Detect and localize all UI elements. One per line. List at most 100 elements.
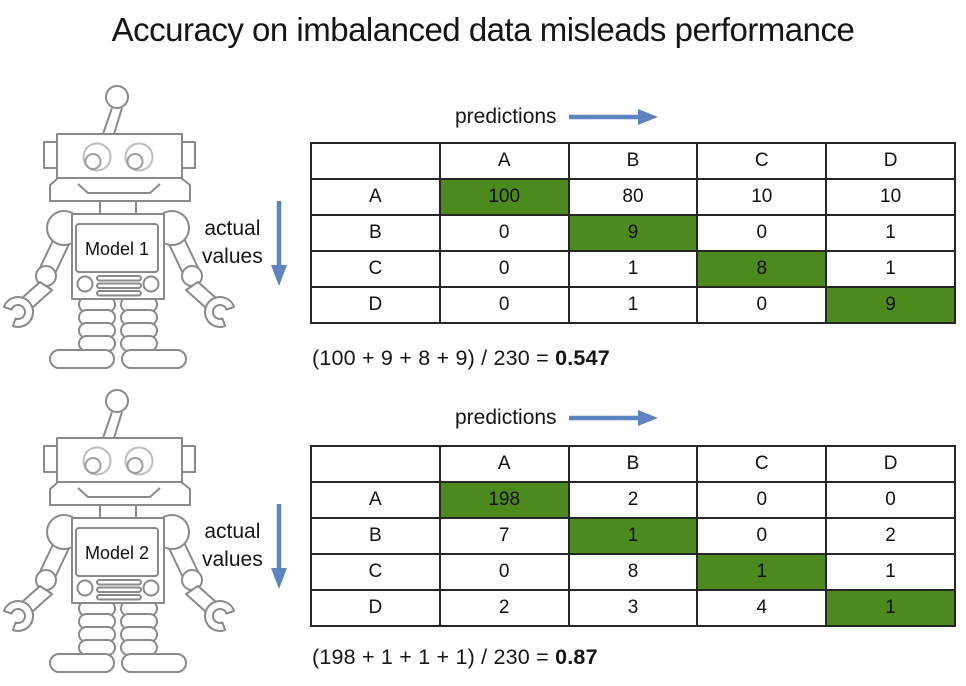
robot-foot-left xyxy=(49,349,115,369)
robot-neck xyxy=(99,200,137,215)
confusion-matrix-model-2: A B C D A 198 2 0 0 B 7 1 0 2 C 0 xyxy=(310,445,956,627)
matrix-cell: 0 xyxy=(438,553,570,591)
predictions-label-2: predictions xyxy=(455,406,659,430)
robot-ear-left xyxy=(43,141,58,169)
robot-antenna xyxy=(102,107,123,135)
actual-label-line2: values xyxy=(202,548,263,571)
table-row: D 2 3 4 1 xyxy=(310,589,956,627)
robot-leg-right xyxy=(120,296,158,352)
matrix-cell-diagonal: 9 xyxy=(567,214,699,252)
table-row: B 0 9 0 1 xyxy=(310,214,956,252)
model-2-name-label: Model 2 xyxy=(85,543,149,563)
matrix-cell: 4 xyxy=(696,589,828,627)
matrix-cell: 80 xyxy=(567,178,699,216)
predictions-text: predictions xyxy=(455,105,557,128)
formula-result: 0.547 xyxy=(555,346,610,370)
matrix-cell-diagonal: 1 xyxy=(696,553,828,591)
corner-cell xyxy=(310,142,441,180)
table-row: A 100 80 10 10 xyxy=(310,178,956,216)
robot-claw-right xyxy=(203,296,236,328)
row-header: A xyxy=(310,481,441,519)
matrix-cell: 0 xyxy=(438,250,570,288)
matrix-cell: 10 xyxy=(825,178,956,216)
matrix-cell: 2 xyxy=(825,517,956,555)
robot-foot-right xyxy=(121,349,187,369)
col-header: B xyxy=(567,445,699,483)
matrix-cell-diagonal: 198 xyxy=(438,481,570,519)
accuracy-formula-model-1: (100 + 9 + 8 + 9) / 230 = 0.547 xyxy=(312,346,610,371)
col-header: D xyxy=(825,445,956,483)
actual-label-line1: actual xyxy=(204,520,261,543)
formula-result: 0.87 xyxy=(555,645,598,669)
row-header: D xyxy=(310,286,441,324)
robot-1-illustration: Model 1 xyxy=(2,85,236,369)
right-arrow-icon xyxy=(568,410,658,426)
matrix-cell: 8 xyxy=(567,553,699,591)
col-header: C xyxy=(696,445,828,483)
matrix-cell-diagonal: 1 xyxy=(825,589,956,627)
col-header: D xyxy=(825,142,956,180)
down-arrow-icon xyxy=(270,201,287,286)
robot-head xyxy=(56,133,183,179)
matrix-cell-diagonal: 8 xyxy=(696,250,828,288)
matrix-cell: 7 xyxy=(438,517,570,555)
actual-label-line2: values xyxy=(202,245,263,268)
matrix-cell: 0 xyxy=(696,214,828,252)
row-header: C xyxy=(310,553,441,591)
matrix-cell: 0 xyxy=(696,481,828,519)
matrix-cell: 1 xyxy=(825,553,956,591)
robot-claw-left xyxy=(2,296,35,328)
col-header: A xyxy=(438,142,570,180)
robot-antenna-ball xyxy=(105,85,129,109)
robot-2-illustration: Model 2 xyxy=(2,389,236,673)
robot-jaw xyxy=(49,177,191,202)
matrix-cell: 0 xyxy=(438,214,570,252)
accuracy-formula-model-2: (198 + 1 + 1 + 1) / 230 = 0.87 xyxy=(312,645,598,670)
table-row: A B C D xyxy=(310,142,956,180)
formula-expression: (100 + 9 + 8 + 9) / 230 = xyxy=(312,346,556,370)
robot-mouth xyxy=(77,183,161,194)
robot-pupil-left xyxy=(84,153,102,170)
predictions-text: predictions xyxy=(455,406,557,429)
robot-screen xyxy=(75,223,159,273)
matrix-cell: 0 xyxy=(696,517,828,555)
table-row: A 198 2 0 0 xyxy=(310,481,956,519)
matrix-cell-diagonal: 9 xyxy=(825,286,956,324)
matrix-cell: 0 xyxy=(696,286,828,324)
matrix-cell-diagonal: 1 xyxy=(567,517,699,555)
right-arrow-icon xyxy=(568,109,658,125)
matrix-cell: 1 xyxy=(825,214,956,252)
actual-values-label-1: actual values xyxy=(202,199,289,287)
robot-knob-left xyxy=(76,275,94,293)
row-header: B xyxy=(310,214,441,252)
matrix-cell: 0 xyxy=(438,286,570,324)
robot-eye-left xyxy=(82,142,112,172)
robot-pupil-right xyxy=(126,153,144,170)
matrix-cell: 2 xyxy=(567,481,699,519)
table-row: B 7 1 0 2 xyxy=(310,517,956,555)
formula-expression: (198 + 1 + 1 + 1) / 230 = xyxy=(312,645,556,669)
model-1-name-label: Model 1 xyxy=(85,239,149,259)
down-arrow-icon xyxy=(270,504,287,589)
actual-label-line1: actual xyxy=(204,217,261,240)
corner-cell xyxy=(310,445,441,483)
predictions-label-1: predictions xyxy=(455,105,659,129)
robot-speaker-lines xyxy=(96,275,142,297)
col-header: B xyxy=(567,142,699,180)
robot-ear-right xyxy=(181,141,196,169)
matrix-cell: 2 xyxy=(438,589,570,627)
col-header: C xyxy=(696,142,828,180)
matrix-cell: 3 xyxy=(567,589,699,627)
robot-eye-right xyxy=(124,142,154,172)
table-row: D 0 1 0 9 xyxy=(310,286,956,324)
matrix-cell-diagonal: 100 xyxy=(438,178,570,216)
matrix-cell: 1 xyxy=(825,250,956,288)
row-header: C xyxy=(310,250,441,288)
matrix-cell: 1 xyxy=(567,286,699,324)
matrix-cell: 10 xyxy=(696,178,828,216)
robot-knob-right xyxy=(142,275,160,293)
matrix-cell: 1 xyxy=(567,250,699,288)
confusion-matrix-model-1: A B C D A 100 80 10 10 B 0 9 0 1 C 0 xyxy=(310,142,956,324)
slide-title: Accuracy on imbalanced data misleads per… xyxy=(111,11,855,48)
